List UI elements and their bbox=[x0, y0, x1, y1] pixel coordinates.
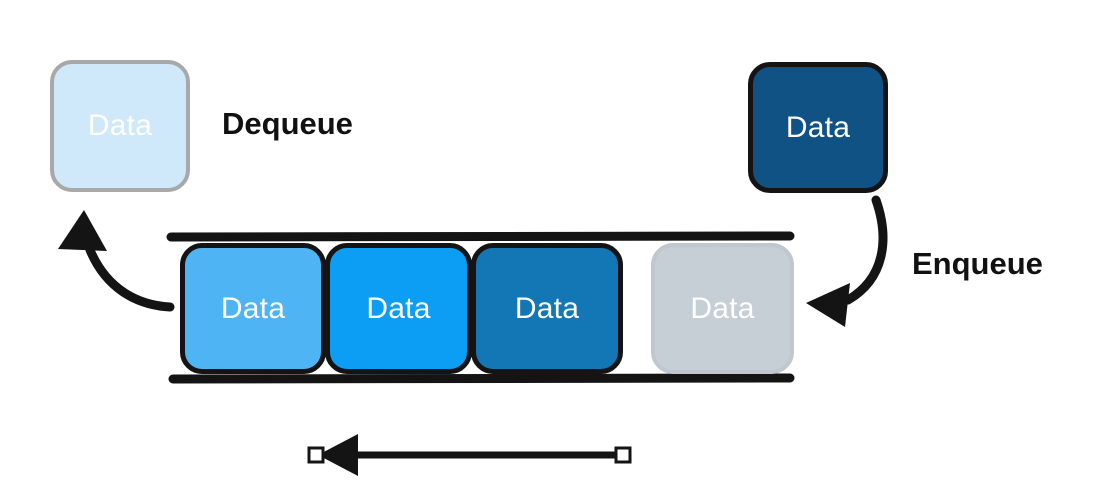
enqueue-arrowhead-icon bbox=[806, 283, 850, 327]
enqueue-label: Enqueue bbox=[912, 246, 1043, 281]
direction-arrow-handle-right[interactable] bbox=[614, 446, 632, 464]
queue-top-rail bbox=[166, 231, 795, 242]
queue-slot-2-label: Data bbox=[514, 291, 580, 325]
queue-bottom-rail bbox=[168, 373, 795, 384]
enqueue-arrow-curve bbox=[843, 195, 888, 305]
queue-slot-0-label: Data bbox=[220, 291, 286, 325]
queue-slot-0[interactable]: Data bbox=[180, 243, 326, 374]
dequeue-arrow-curve bbox=[85, 245, 175, 312]
direction-arrowhead-icon bbox=[318, 434, 358, 476]
queue-slot-1[interactable]: Data bbox=[325, 243, 472, 374]
queue-slot-2[interactable]: Data bbox=[471, 243, 623, 374]
incoming-data-node[interactable]: Data bbox=[748, 62, 888, 193]
dequeue-label: Dequeue bbox=[222, 106, 353, 141]
direction-arrow-handle-left[interactable] bbox=[307, 446, 325, 464]
incoming-data-node-label: Data bbox=[785, 110, 851, 144]
dequeued-data-node[interactable]: Data bbox=[50, 60, 190, 192]
dequeue-arrowhead-icon bbox=[58, 210, 107, 251]
queue-slot-3-label: Data bbox=[690, 291, 755, 325]
dequeued-data-node-label: Data bbox=[87, 109, 153, 142]
queue-slot-3-empty[interactable]: Data bbox=[651, 243, 794, 374]
queue-slot-1-label: Data bbox=[366, 291, 431, 325]
